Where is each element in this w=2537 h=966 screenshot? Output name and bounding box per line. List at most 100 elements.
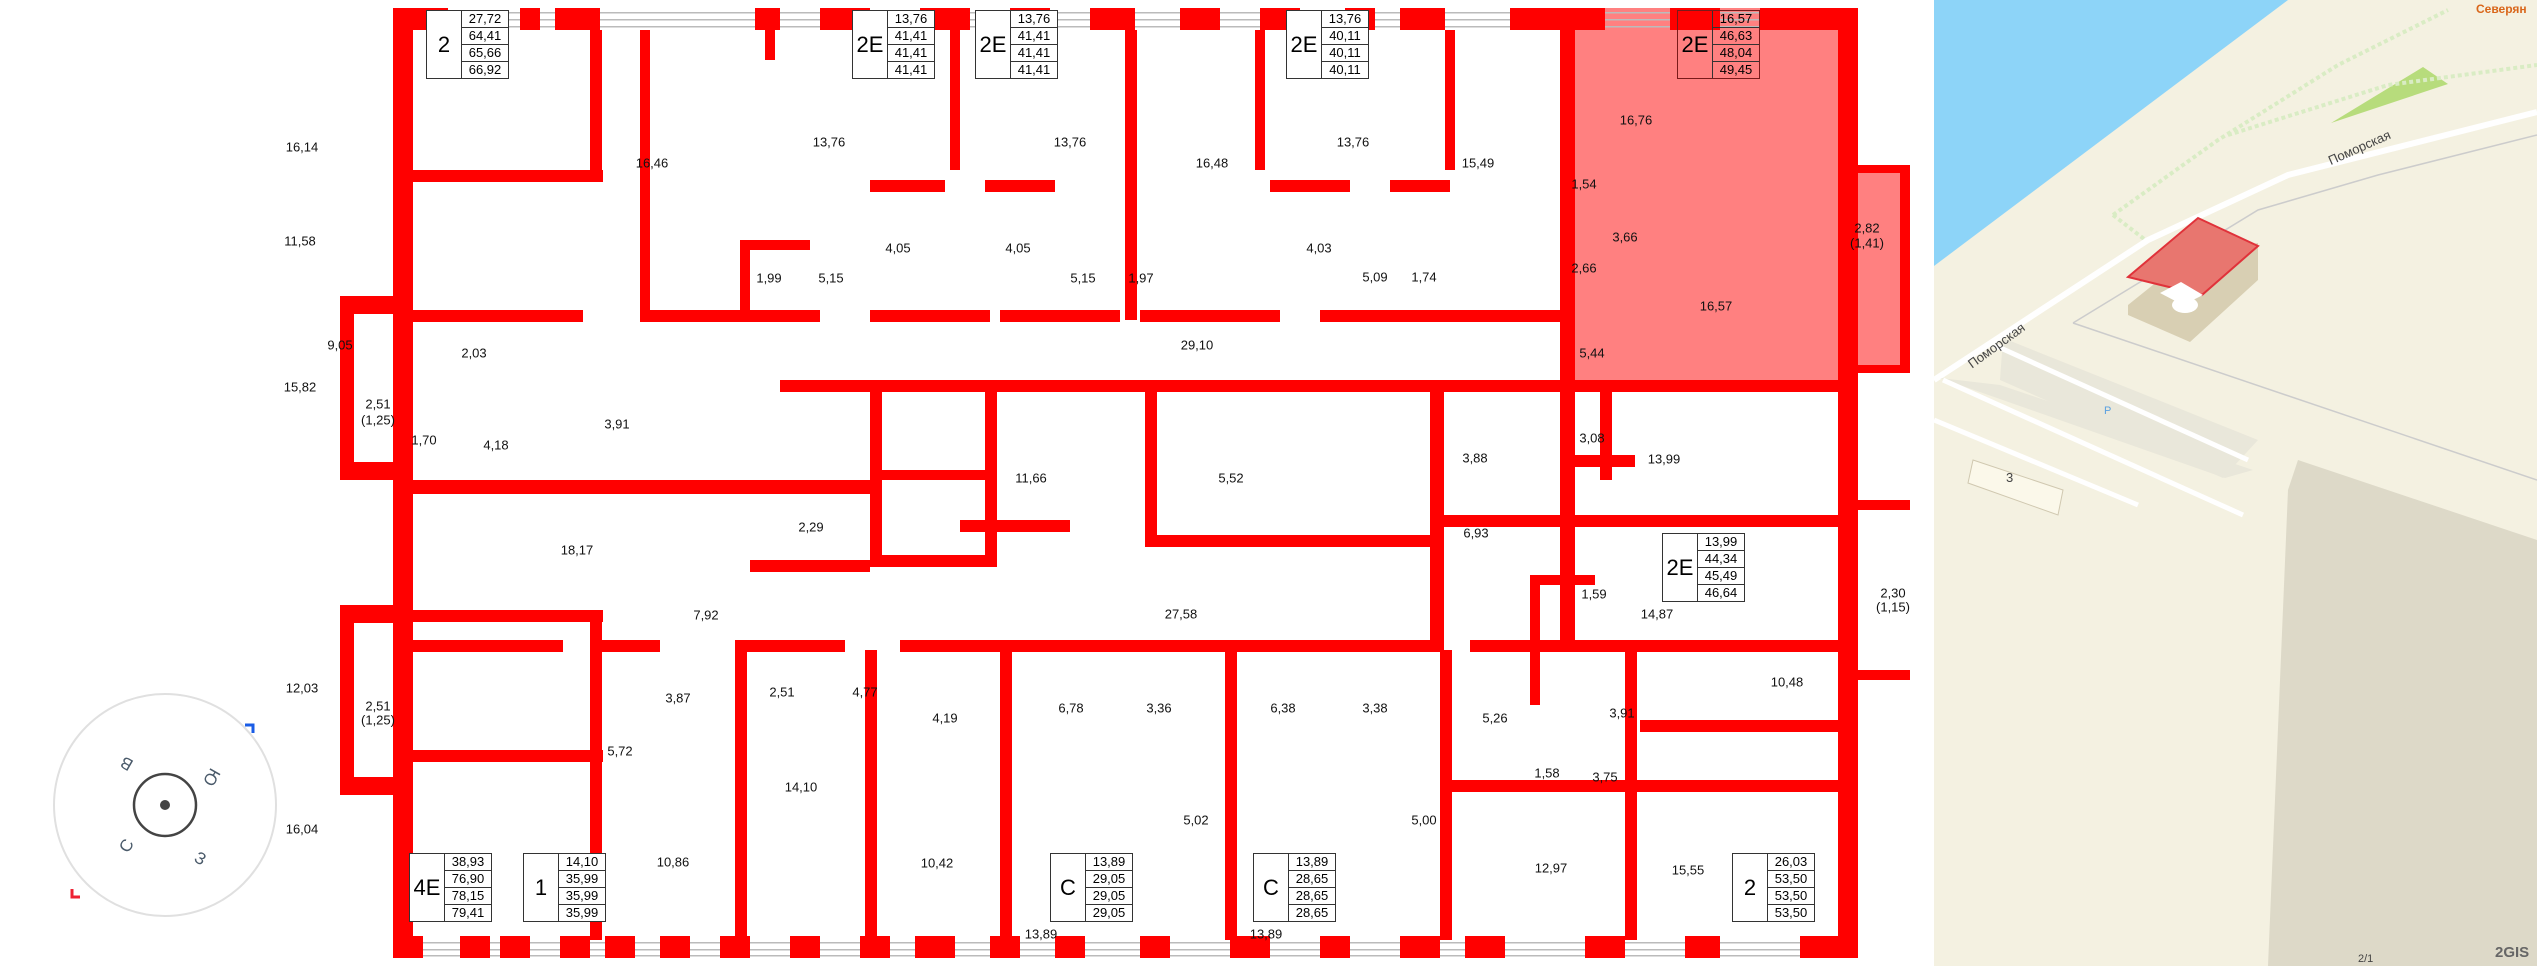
wall — [660, 936, 690, 958]
room-area-label: 1,74 — [1411, 269, 1437, 285]
wall — [1000, 310, 1120, 322]
wall — [555, 8, 600, 30]
apartment-area-value: 76,90 — [445, 871, 491, 888]
apartment-area-value: 79,41 — [451, 905, 485, 920]
map-canvas — [1928, 0, 2537, 966]
room-area-label: 5,00 — [1411, 812, 1437, 828]
wall — [340, 605, 412, 623]
wall — [735, 650, 747, 940]
room-area-label: 16,04 — [285, 821, 319, 837]
room-area-label: 4,03 — [1306, 240, 1332, 256]
water-area — [1934, 0, 2288, 266]
apartment-area-value: 41,41 — [888, 28, 934, 45]
wall — [500, 936, 530, 958]
apartment-area-value: 65,66 — [462, 45, 508, 62]
wall — [1685, 936, 1720, 958]
room-area-label: 16,14 — [285, 139, 319, 155]
wall — [1560, 30, 1575, 650]
wall — [740, 240, 750, 318]
room-area-label: 3,91 — [604, 416, 630, 432]
room-area-label: 1,99 — [756, 270, 782, 286]
room-area-label: 12,03 — [285, 680, 319, 696]
room-area-label: 7,92 — [693, 607, 719, 623]
parking-icon: P — [2104, 405, 2112, 417]
location-map[interactable]: Поморская Поморская Северян 3 P 2/1 2GIS — [1928, 0, 2537, 966]
compass[interactable]: С Ю В З — [53, 693, 277, 917]
selected-apartment-area[interactable] — [1575, 8, 1840, 390]
wall — [605, 936, 635, 958]
wall — [1585, 936, 1625, 958]
wall — [720, 936, 750, 958]
wall — [413, 310, 583, 322]
room-area-label: 14,10 — [784, 779, 818, 795]
apartment-area-value: 41,41 — [894, 62, 928, 77]
apartment-area-value: 28,65 — [1289, 871, 1335, 888]
room-area-label: (1,25) — [361, 412, 395, 428]
apartment-type: С — [1254, 854, 1289, 921]
floor-plan-walls — [340, 8, 1910, 958]
wall — [1055, 936, 1085, 958]
apartment-area-value: 53,50 — [1768, 871, 1814, 888]
room-area-label: 15,49 — [1461, 155, 1495, 171]
apartment-area-value: 13,76 — [1011, 11, 1057, 28]
wall — [1640, 720, 1840, 732]
window-line — [393, 955, 1858, 957]
wall — [960, 520, 1070, 532]
wall — [413, 610, 603, 622]
apartment-area-value: 29,05 — [1086, 871, 1132, 888]
apartment-area-value: 53,50 — [1774, 905, 1808, 920]
poi-label[interactable]: Северян — [2476, 2, 2527, 16]
wall — [600, 640, 660, 652]
apartment-area-value: 35,99 — [559, 888, 605, 905]
room-area-label: 3,75 — [1592, 769, 1618, 785]
room-area-label: (1,25) — [361, 712, 395, 728]
wall — [740, 240, 810, 250]
room-area-label: 11,66 — [1015, 470, 1047, 486]
wall — [1180, 8, 1220, 30]
room-area-label: (1,41) — [1850, 235, 1884, 251]
apartment-area-value: 13,76 — [888, 11, 934, 28]
room-area-label: 3,88 — [1462, 450, 1488, 466]
apartment-area-value: 13,99 — [1698, 534, 1744, 551]
wall — [1440, 650, 1452, 940]
wall — [393, 936, 423, 958]
wall — [413, 170, 603, 182]
apartment-area-value: 27,72 — [462, 11, 508, 28]
room-area-label: 13,76 — [1336, 134, 1370, 150]
wall — [1840, 165, 1910, 173]
room-area-label: 15,82 — [283, 379, 317, 395]
wall — [900, 640, 1440, 652]
room-area-label: 13,76 — [812, 134, 846, 150]
wall — [1465, 936, 1505, 958]
apartment-area-value: 13,89 — [1289, 854, 1335, 871]
room-area-label: 16,57 — [1699, 298, 1733, 314]
wall — [1510, 8, 1605, 30]
room-area-label: 5,72 — [607, 743, 633, 759]
wall — [790, 936, 820, 958]
room-area-label: 14,87 — [1640, 606, 1674, 622]
wall — [915, 936, 955, 958]
room-area-label: 13,89 — [1249, 926, 1283, 942]
wall — [1670, 8, 1720, 30]
wall — [1000, 650, 1012, 940]
room-area-label: 5,09 — [1362, 269, 1388, 285]
apartment-type: 2 — [1733, 854, 1768, 921]
apartment-area-value: 41,41 — [1017, 62, 1051, 77]
apartment-area-value: 38,93 — [445, 854, 491, 871]
room-area-label: 5,02 — [1183, 812, 1209, 828]
apartment-area-value: 40,11 — [1329, 62, 1361, 77]
apartment-area-value: 48,04 — [1713, 45, 1759, 62]
apartment-type: 4E — [410, 854, 445, 921]
wall — [1530, 575, 1595, 585]
